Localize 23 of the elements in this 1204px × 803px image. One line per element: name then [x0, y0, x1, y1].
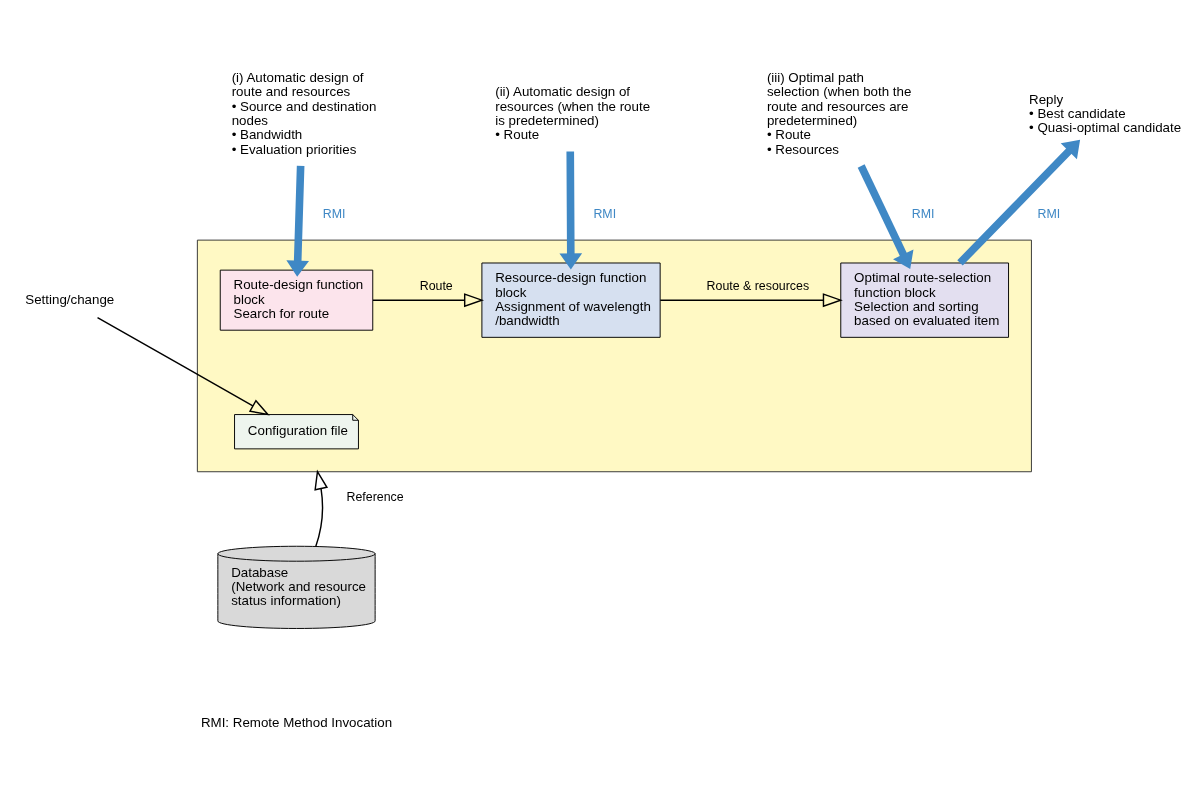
cluster	[196, 239, 1032, 473]
node-text: Reply • Best candidate • Quasi-optimal candidate	[1029, 91, 1182, 136]
label: RMI: Remote Method Invocation	[200, 714, 393, 730]
node-box: Route-design function block Search for route	[219, 269, 374, 331]
edge-label: Route	[419, 279, 453, 294]
arrow	[372, 293, 484, 308]
arrow	[96, 316, 270, 416]
edge-label: RMI	[911, 206, 935, 221]
edge-label: Route & resources	[706, 279, 810, 294]
edge-label: RMI	[322, 206, 346, 221]
node-text: Setting/change	[25, 291, 115, 307]
node-text: (i) Automatic design of route and resources • Source and destination nodes • Bandwidth • Evaluation priorities	[231, 70, 377, 157]
node-text: (iii) Optimal path selection (when both the route and resources are predetermined) • Route • Resources	[766, 70, 912, 157]
edge-label: RMI	[1037, 206, 1061, 221]
node-box: Optimal route-selection function block Selection and sorting based on evaluated item	[840, 262, 1010, 338]
edge-label: Reference	[346, 489, 404, 504]
arrow	[857, 164, 914, 269]
edge-label: RMI	[593, 206, 617, 221]
arrow	[314, 469, 329, 547]
arrow	[286, 165, 309, 277]
arrow	[659, 293, 843, 308]
node-text: (ii) Automatic design of resources (when the route is predetermined) • Route	[495, 84, 651, 143]
node-box: Resource-design function block Assignment of wavelength /bandwidth	[481, 262, 661, 338]
